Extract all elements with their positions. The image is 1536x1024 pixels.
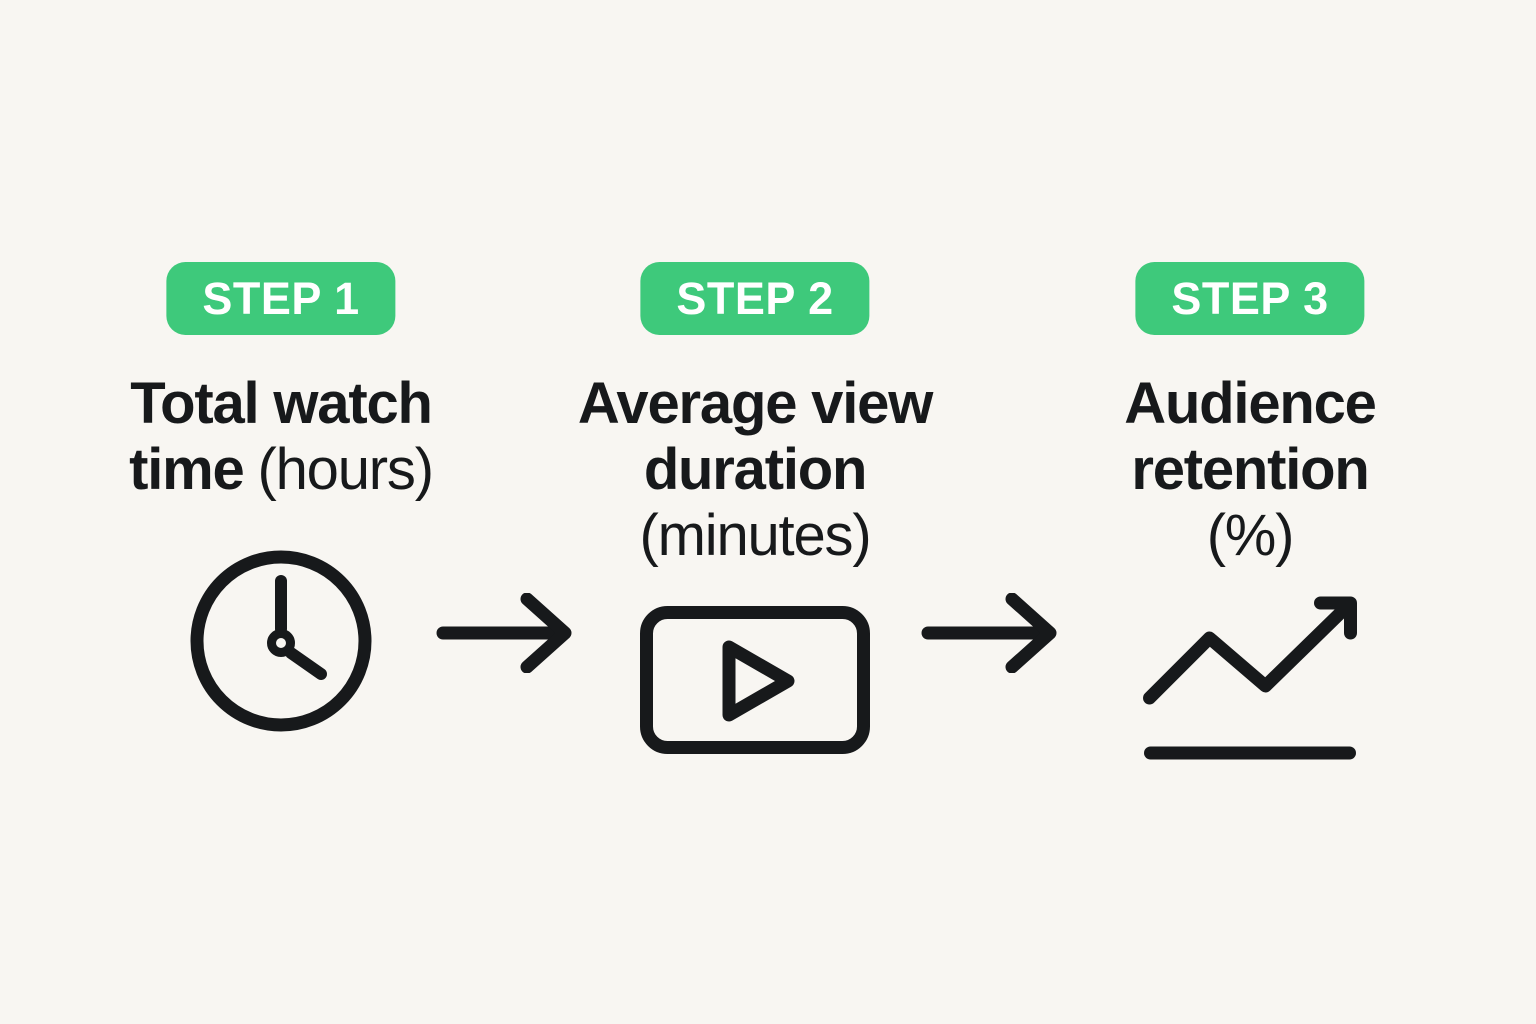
step-3-badge: STEP 3 xyxy=(1135,262,1365,335)
step-3-title-line: retention xyxy=(1131,437,1370,502)
step-1-title-line: Total watch xyxy=(130,371,433,436)
step-2-title: Average view duration (minutes) xyxy=(525,371,985,569)
step-2-title-line: (minutes) xyxy=(639,503,872,568)
step-3-badge-label: STEP 3 xyxy=(1171,272,1329,324)
step-3-title-line: (%) xyxy=(1206,503,1295,568)
step-1-badge: STEP 1 xyxy=(166,262,396,335)
right-arrow-icon xyxy=(436,593,572,673)
step-2-title-line: Average view xyxy=(577,371,933,436)
step-1-badge-label: STEP 1 xyxy=(202,272,360,324)
video-play-icon xyxy=(640,606,870,754)
clock-icon xyxy=(190,550,372,732)
line-chart-icon xyxy=(1143,595,1358,760)
step-3-column: STEP 3 Audience retention (%) xyxy=(1020,0,1480,1024)
step-2-badge: STEP 2 xyxy=(640,262,870,335)
step-2-title-line: duration xyxy=(643,437,868,502)
step-1-title-line: time(hours) xyxy=(129,437,434,502)
step-3-title: Audience retention (%) xyxy=(1020,371,1480,569)
step-1-column: STEP 1 Total watch time(hours) xyxy=(51,0,511,1024)
step-2-badge-label: STEP 2 xyxy=(676,272,834,324)
right-arrow-icon xyxy=(921,593,1057,673)
step-1-title: Total watch time(hours) xyxy=(51,371,511,503)
step-3-title-line: Audience xyxy=(1124,371,1377,436)
step-2-column: STEP 2 Average view duration (minutes) xyxy=(525,0,985,1024)
